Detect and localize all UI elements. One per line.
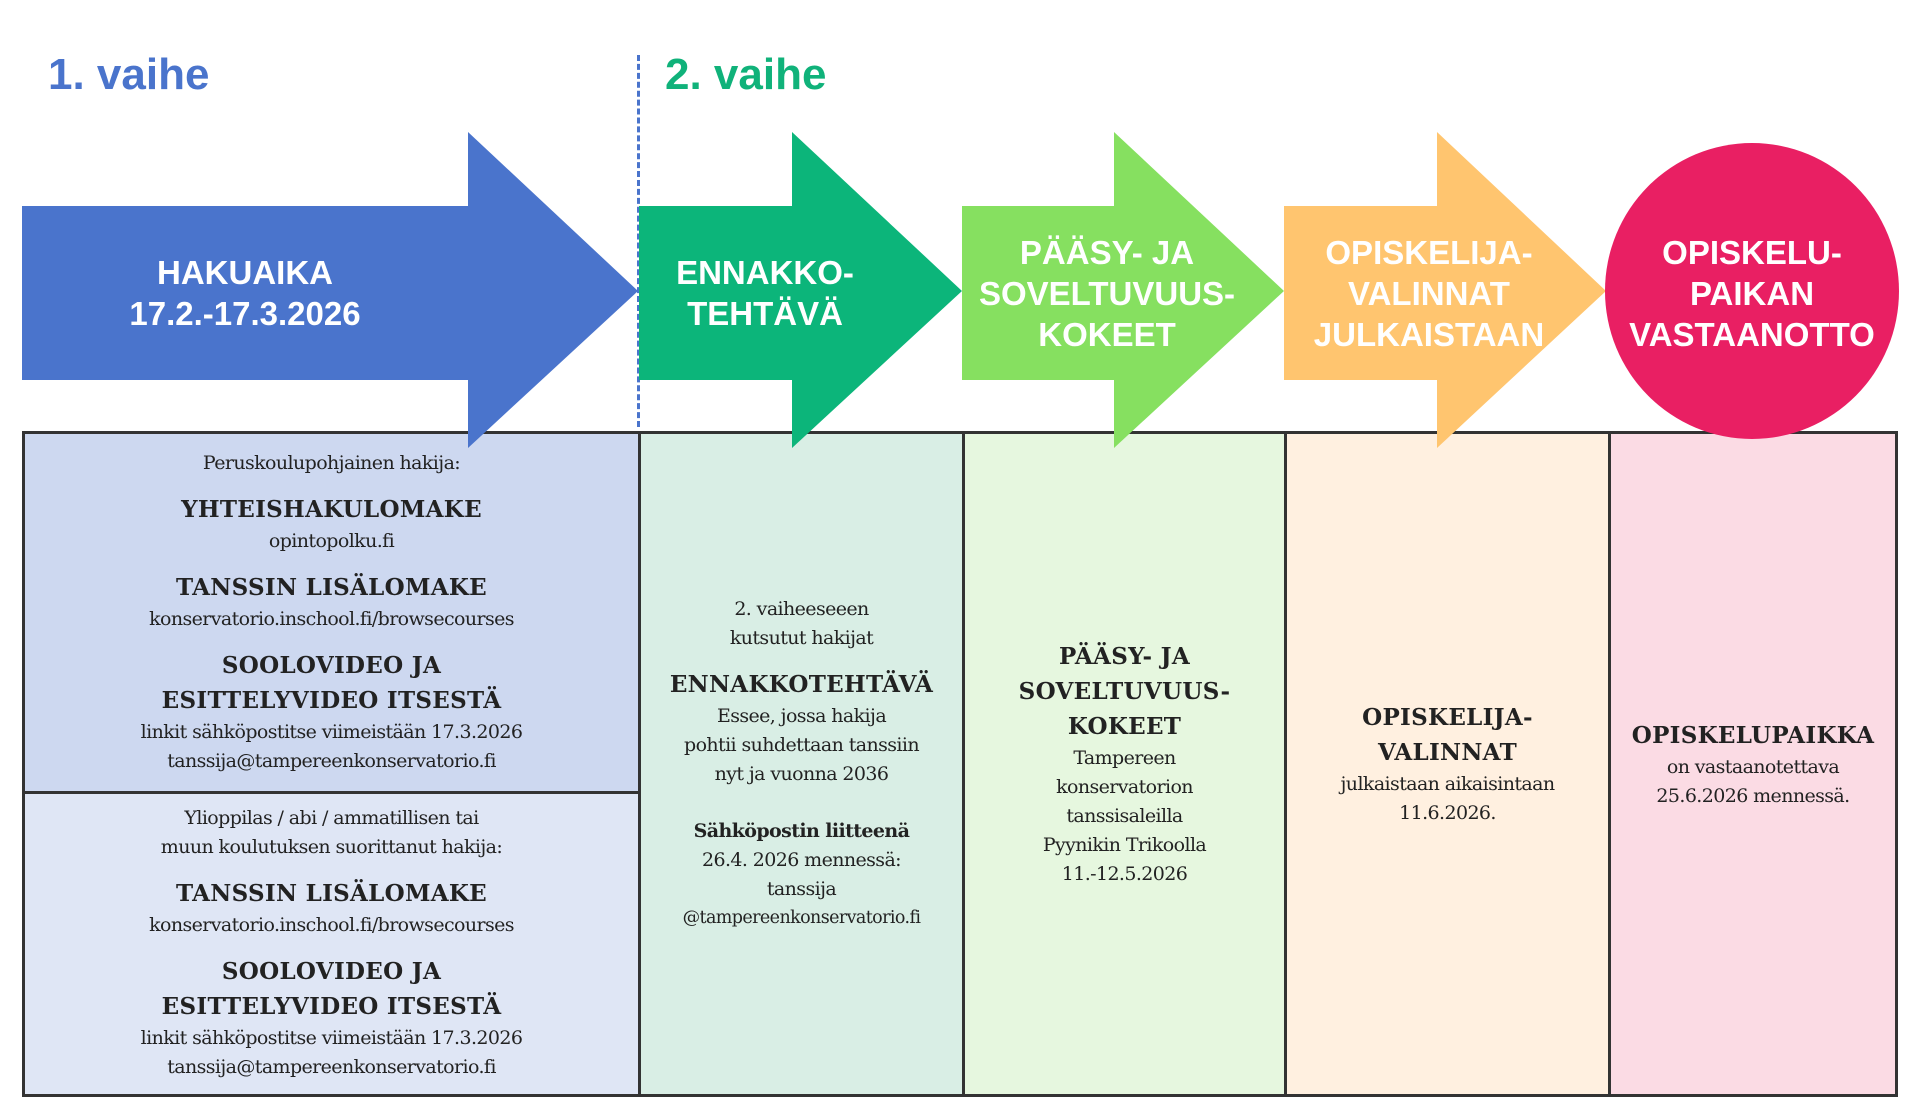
form-link[interactable]: opintopolku.fi (268, 530, 395, 552)
video-note: linkit sähköpostitse viimeistään 17.3.20… (140, 1027, 523, 1049)
email-link[interactable]: tanssija@tampereenkonservatorio.fi (167, 1056, 496, 1078)
step-line: HAKUAIKA (157, 254, 333, 291)
exam-dates: 11.-12.5.2026 (1061, 863, 1188, 885)
step-label-pre-assignment: ENNAKKO- TEHTÄVÄ (650, 252, 880, 334)
form-title: YHTEISHAKULOMAKE (181, 496, 482, 523)
arrow-results (1284, 132, 1606, 448)
step-line: JULKAISTAAN (1313, 316, 1545, 353)
step-line: ENNAKKO- (676, 254, 854, 291)
arrow-entrance-exams (962, 132, 1284, 448)
column-application: Peruskoulupohjainen hakija: YHTEISHAKULO… (22, 431, 641, 1097)
acceptance-date: 25.6.2026 mennessä. (1656, 784, 1850, 807)
column-results: OPISKELIJA- VALINNAT julkaistaan aikaisi… (1284, 431, 1611, 1097)
step-label-results: OPISKELIJA- VALINNAT JULKAISTAAN (1284, 232, 1574, 355)
step-line: VALINNAT (1348, 275, 1510, 312)
column-title: KOKEET (1067, 713, 1182, 740)
location-text: Pyynikin Trikoolla (1042, 834, 1207, 856)
phase-2-label: 2. vaihe (665, 50, 827, 99)
phase-divider (637, 55, 640, 427)
location-text: konservatorion (1056, 776, 1193, 798)
step-line: VASTAANOTTO (1629, 316, 1875, 353)
video-note: linkit sähköpostitse viimeistään 17.3.20… (140, 721, 523, 743)
column-title: OPISKELIJA- (1362, 704, 1533, 731)
column-title: OPISKELUPAIKKA (1631, 721, 1875, 749)
column-entrance-exams: PÄÄSY- JA SOVELTUVUUS- KOKEET Tampereen … (962, 431, 1287, 1097)
column-title: VALINNAT (1378, 739, 1517, 766)
send-label: Sähköpostin liitteenä (693, 820, 910, 842)
results-date: 11.6.2026. (1399, 802, 1496, 824)
intro-text: Ylioppilas / abi / ammatillisen tai (184, 807, 479, 829)
step-line: OPISKELU- (1662, 234, 1842, 271)
email-link[interactable]: tanssija@tampereenkonservatorio.fi (167, 750, 496, 772)
intro-text: 2. vaiheeseeen (734, 598, 869, 620)
deadline: 26.4. 2026 mennessä: (702, 849, 902, 871)
arrow-application-period (22, 132, 638, 448)
location-text: tanssisaleilla (1066, 805, 1183, 827)
column-acceptance: OPISKELUPAIKKA on vastaanotettava 25.6.2… (1608, 431, 1898, 1097)
acceptance-text: on vastaanotettava (1666, 755, 1840, 778)
column-title: ENNAKKOTEHTÄVÄ (669, 671, 934, 698)
circle-acceptance (1605, 143, 1899, 439)
video-title: SOOLOVIDEO JA (221, 958, 442, 985)
intro-text: kutsutut hakijat (729, 627, 874, 649)
step-line: OPISKELIJA- (1325, 234, 1533, 271)
other-applicant-section: Ylioppilas / abi / ammatillisen tai muun… (25, 794, 638, 1094)
column-pre-assignment: 2. vaiheeseeen kutsutut hakijat ENNAKKOT… (638, 431, 965, 1097)
email-domain[interactable]: @tampereenkonservatorio.fi (682, 908, 921, 928)
step-label-application: HAKUAIKA 17.2.-17.3.2026 (60, 252, 430, 334)
arrow-pre-assignment (639, 132, 962, 448)
form-title: TANSSIN LISÄLOMAKE (175, 880, 488, 907)
phase-1-label: 1. vaihe (48, 50, 210, 99)
description: Essee, jossa hakija (716, 705, 887, 727)
basic-education-applicant-section: Peruskoulupohjainen hakija: YHTEISHAKULO… (25, 434, 638, 794)
step-line: TEHTÄVÄ (687, 295, 843, 332)
description: nyt ja vuonna 2036 (714, 763, 889, 785)
video-title: ESITTELYVIDEO ITSESTÄ (161, 993, 502, 1020)
step-label-acceptance: OPISKELU- PAIKAN VASTAANOTTO (1605, 232, 1899, 355)
step-line: KOKEET (1038, 316, 1176, 353)
step-line: 17.2.-17.3.2026 (129, 295, 361, 332)
video-title: ESITTELYVIDEO ITSESTÄ (161, 687, 502, 714)
intro-text: muun koulutuksen suorittanut hakija: (160, 836, 503, 858)
form-title: TANSSIN LISÄLOMAKE (175, 574, 488, 601)
step-line: PÄÄSY- JA (1019, 234, 1195, 271)
column-title: PÄÄSY- JA (1058, 643, 1190, 670)
location-text: Tampereen (1073, 747, 1176, 769)
results-text: julkaistaan aikaisintaan (1340, 773, 1556, 795)
form-link[interactable]: konservatorio.inschool.fi/browsecourses (149, 608, 514, 630)
email-part: tanssija (766, 878, 837, 900)
step-line: PAIKAN (1689, 275, 1815, 312)
video-title: SOOLOVIDEO JA (221, 652, 442, 679)
intro-text: Peruskoulupohjainen hakija: (202, 452, 461, 474)
step-label-entrance-exams: PÄÄSY- JA SOVELTUVUUS- KOKEET (962, 232, 1252, 355)
form-link[interactable]: konservatorio.inschool.fi/browsecourses (149, 914, 514, 936)
column-title: SOVELTUVUUS- (1018, 678, 1231, 705)
description: pohtii suhdettaan tanssiin (684, 734, 920, 756)
step-line: SOVELTUVUUS- (978, 275, 1236, 312)
